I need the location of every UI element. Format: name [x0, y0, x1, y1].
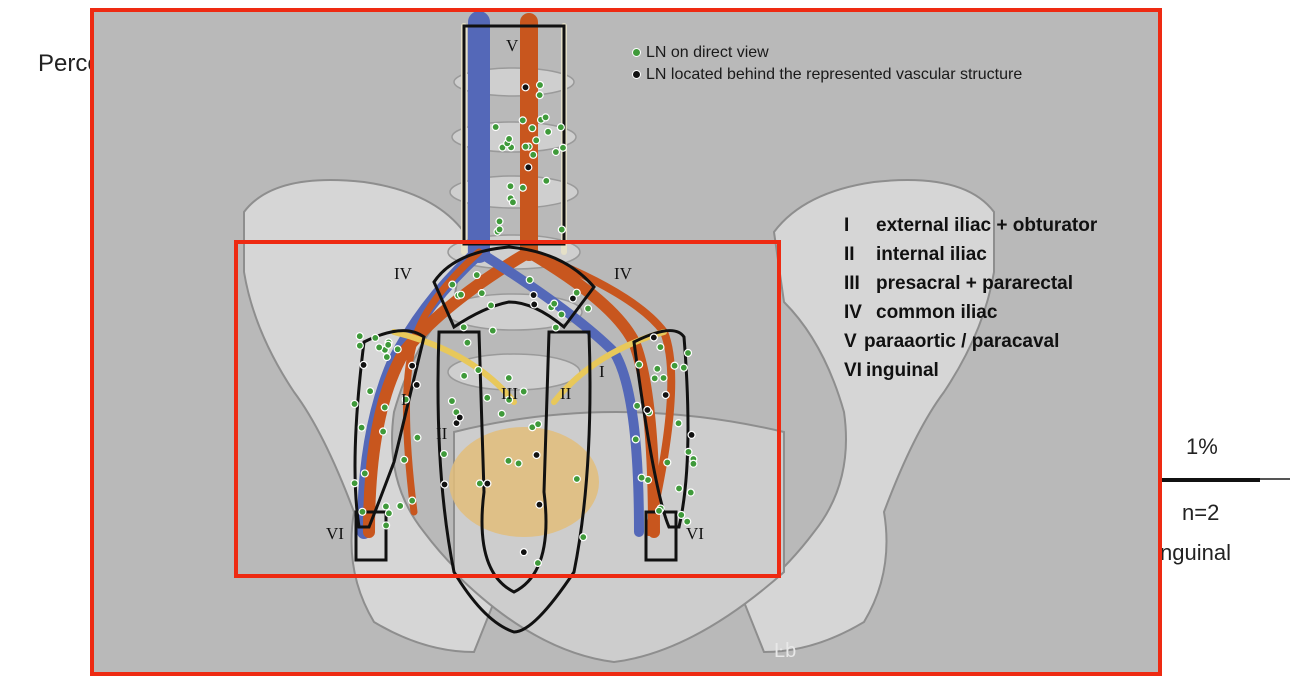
black-dot-icon [632, 70, 641, 79]
lymph-node-dot [529, 125, 536, 132]
region-label-iii: III [501, 384, 518, 404]
region-label-ii-left: II [436, 424, 447, 444]
lymph-node-dot [558, 226, 565, 233]
lymph-node-dot [537, 82, 544, 89]
lymph-node-dot [507, 183, 514, 190]
region-label-iv-left: IV [394, 264, 412, 284]
key-region-vi: VIinguinal [844, 360, 939, 382]
lymph-node-dot [557, 124, 564, 131]
region-label-vi-right: VI [686, 524, 704, 544]
lymph-node-dot [492, 124, 499, 131]
region-label-i-right: I [599, 362, 605, 382]
background-divider [1160, 478, 1260, 482]
region-label-vi-left: VI [326, 524, 344, 544]
region-label-i-left: I [401, 390, 407, 410]
lymph-node-dot [559, 144, 566, 151]
lymph-node-dot [525, 164, 532, 171]
lymph-node-dot [496, 226, 503, 233]
green-dot-icon [632, 48, 641, 57]
lymph-node-dot [522, 143, 529, 150]
lymph-node-dot [542, 114, 549, 121]
lymph-node-dot [543, 177, 550, 184]
region-label-iv-right: IV [614, 264, 632, 284]
lymph-node-dot [536, 92, 543, 99]
background-inguinal-text: nguinal [1160, 540, 1231, 566]
legend-behind-structure: LN located behind the represented vascul… [632, 66, 1022, 84]
key-region-iv: IVcommon iliac [844, 302, 997, 324]
lymph-node-dot [522, 84, 529, 91]
watermark-logo: Ŀb [774, 640, 796, 663]
lymph-node-dot [533, 137, 540, 144]
background-percent-text: 1% [1186, 434, 1218, 460]
anatomy-figure-panel: V IV IV I I II II III VI VI LN on direct… [90, 8, 1162, 676]
lymph-node-dot [530, 151, 537, 158]
lymph-node-dot [519, 184, 526, 191]
lymph-node-dot [545, 128, 552, 135]
key-region-iii: IIIpresacral + pararectal [844, 273, 1073, 295]
background-count-text: n=2 [1182, 500, 1219, 526]
lymph-node-dot [509, 199, 516, 206]
region-label-v: V [506, 36, 518, 56]
background-divider-thin [1260, 478, 1290, 480]
region-label-ii-right: II [560, 384, 571, 404]
lymph-node-dot [552, 149, 559, 156]
lymph-node-dot [496, 218, 503, 225]
legend-direct-view: LN on direct view [632, 44, 769, 62]
lymph-node-dot [519, 117, 526, 124]
lymph-node-dot [506, 135, 513, 142]
